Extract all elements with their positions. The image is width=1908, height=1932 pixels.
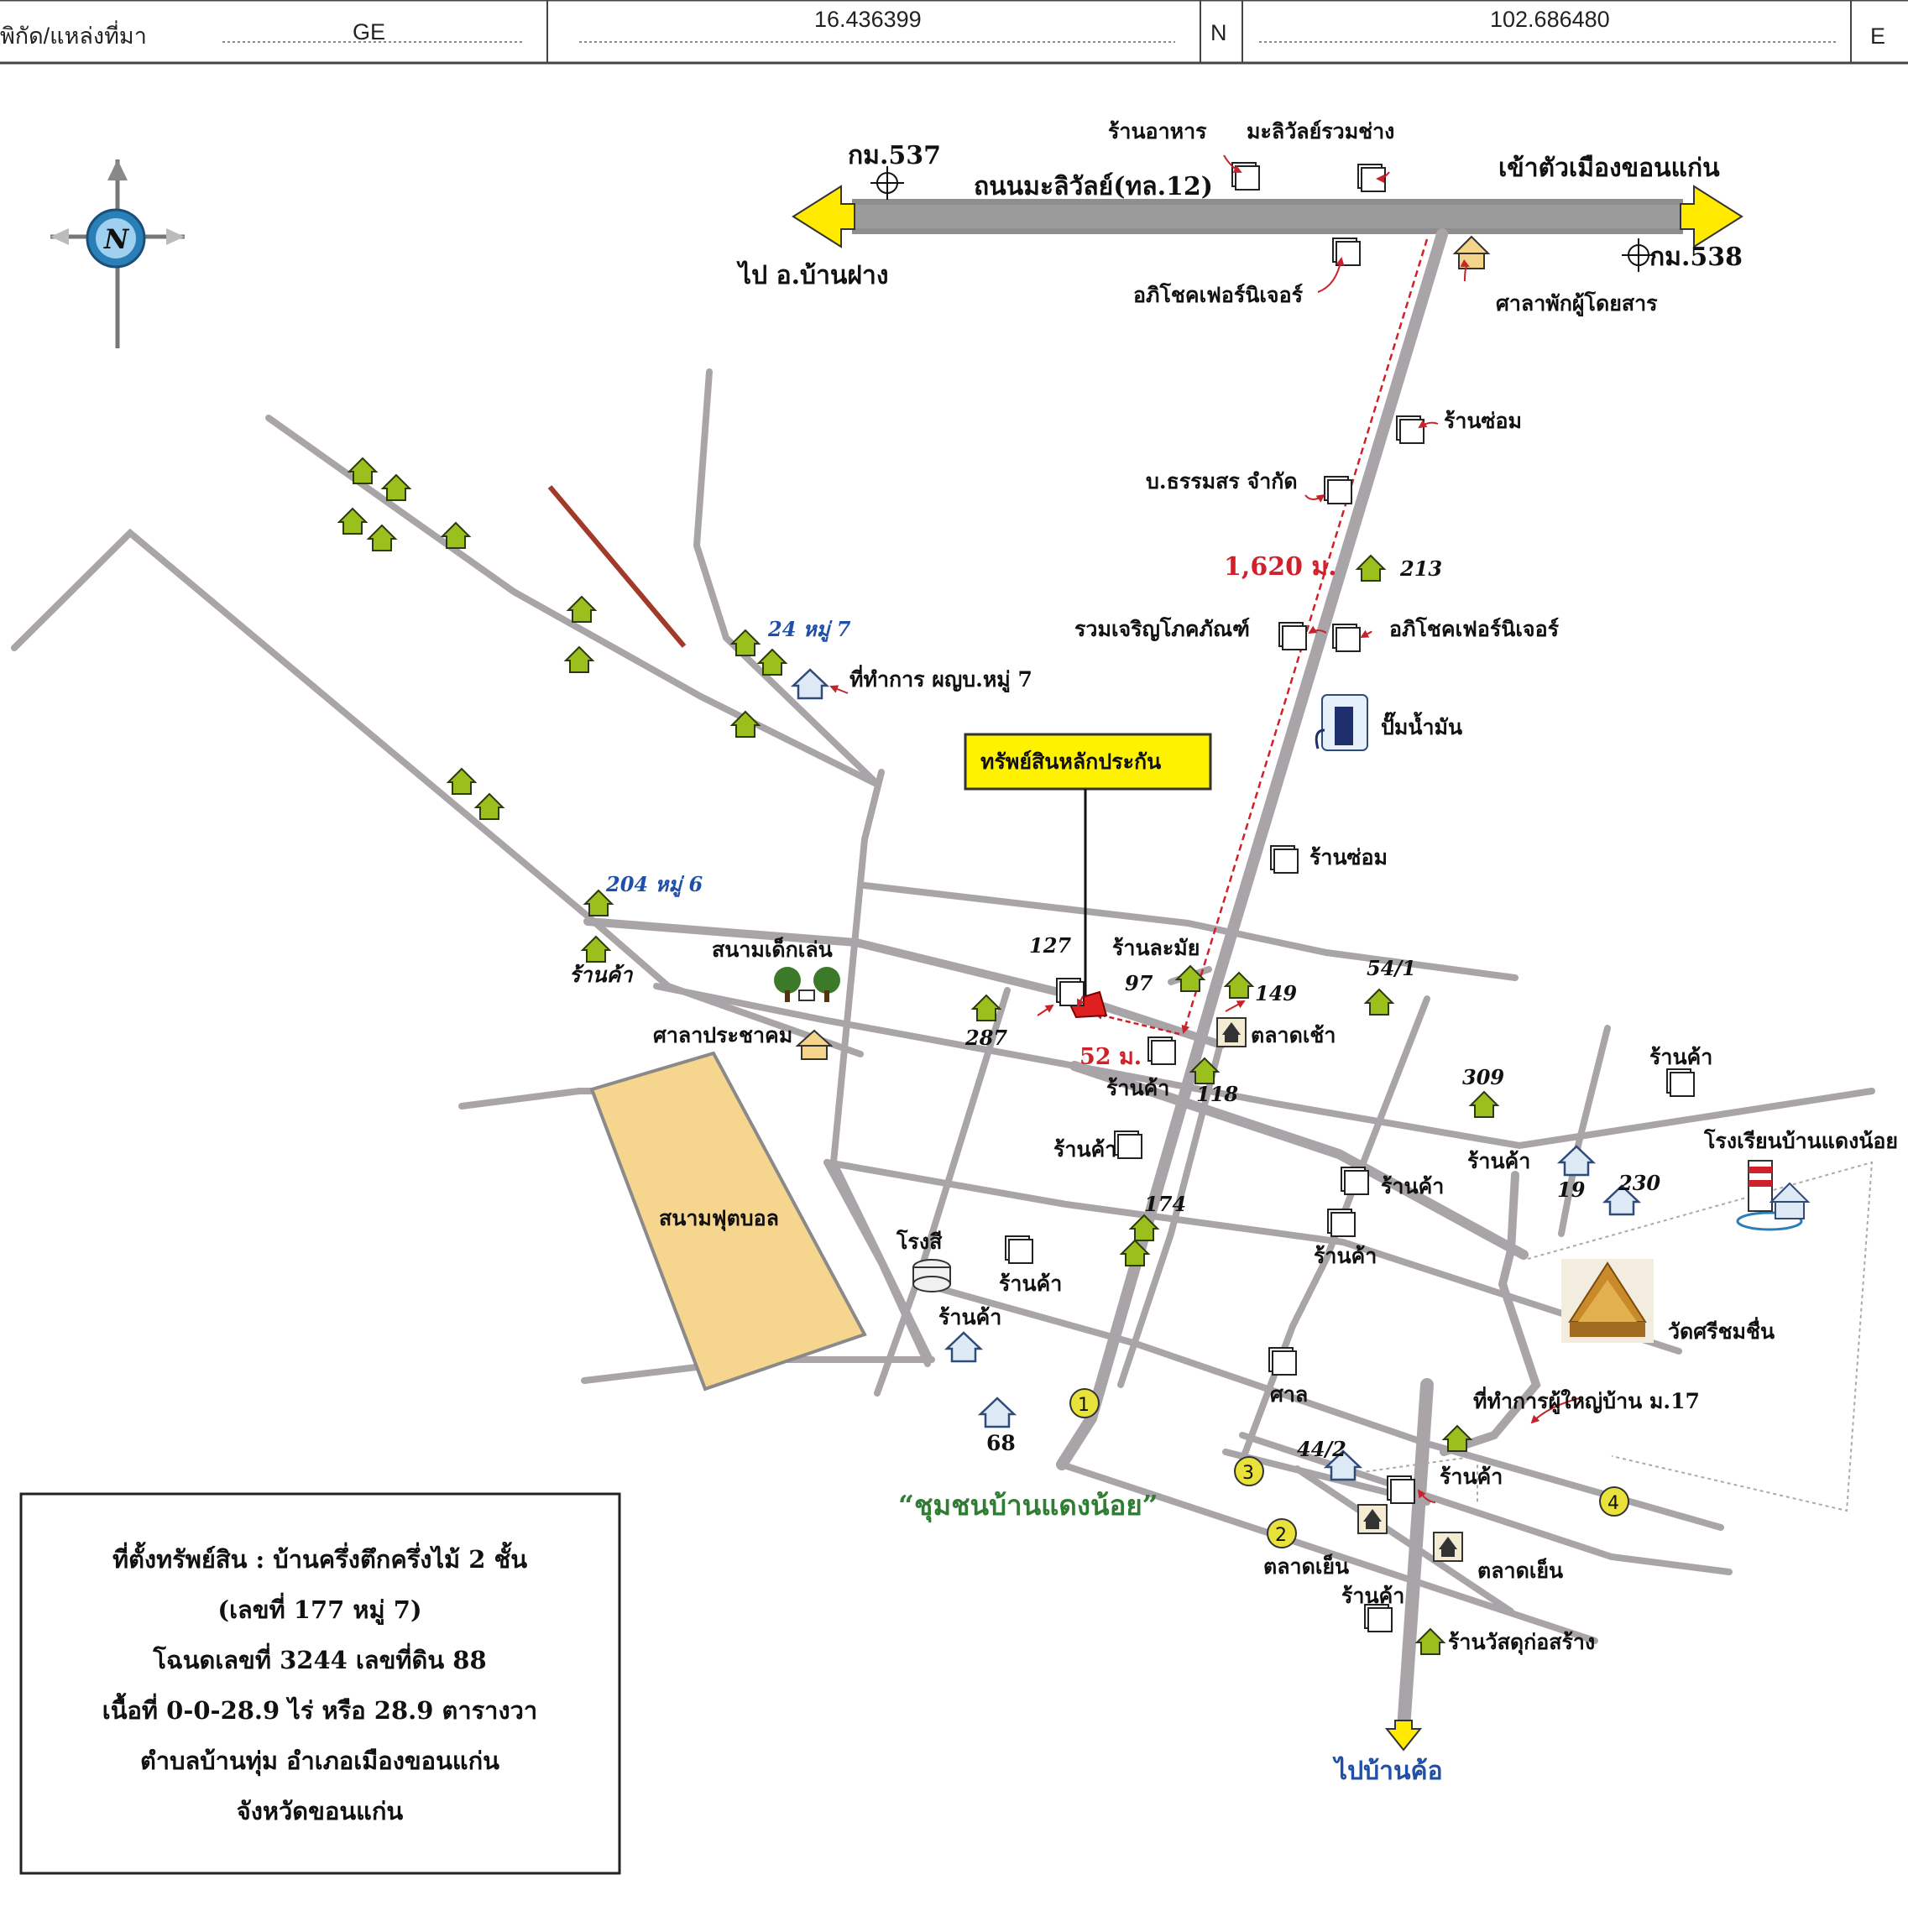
to-khonkaen-label: เข้าตัวเมืองขอนแก่น [1498, 154, 1720, 183]
latitude-value: 16.436399 [814, 7, 922, 32]
evening-market-1-label: ตลาดเย็น [1263, 1553, 1349, 1579]
highway-name: ถนนมะลิวัลย์(ทล.12) [974, 172, 1213, 201]
school-icon [1738, 1161, 1808, 1230]
playground-trees-icon [774, 967, 840, 1002]
morning-market-label: ตลาดเช้า [1251, 1023, 1336, 1047]
evening-market-2-label: ตลาดเย็น [1477, 1558, 1563, 1583]
marker-4: 4 [1600, 1487, 1628, 1516]
community-name-label: “ชุมชนบ้านแดงน้อย” [898, 1489, 1158, 1523]
lamai-shop-label: ร้านละมัย [1112, 936, 1200, 960]
shop-bottom-label: ร้านค้า [1341, 1584, 1404, 1608]
mill-icon [913, 1260, 950, 1292]
km-538-label: กม.538 [1649, 243, 1743, 272]
house-68-label: 68 [986, 1431, 1016, 1455]
community-hall-label: ศาลาประชาคม [653, 1023, 792, 1047]
info-line-1: ที่ตั้งทรัพย์สิน : บ้านครึ่งตึกครึ่งไม้ … [112, 1541, 527, 1574]
ruam-charoen-label: รวมเจริญโภคภัณฑ์ [1074, 616, 1250, 641]
marker-2: 2 [1268, 1519, 1296, 1548]
shop-near-label: ร้านค้า [1106, 1076, 1169, 1100]
mill-label: โรงสี [896, 1229, 943, 1254]
house-230-label: 230 [1618, 1171, 1660, 1195]
distance-short-label: 52 ม. [1079, 1044, 1142, 1070]
house-97-label: 97 [1125, 971, 1153, 995]
village-24-label: 24 หมู่ 7 [767, 617, 851, 642]
bus-stop-label: ศาลาพักผู้โดยสาร [1496, 290, 1658, 317]
info-line-3: โฉนดเลขที่ 3244 เลขที่ดิน 88 [152, 1642, 486, 1674]
morning-market-icon [1217, 1018, 1246, 1047]
shop-19-label: ร้านค้า [1467, 1149, 1530, 1173]
shop-s2-label: ร้านค้า [938, 1305, 1001, 1329]
to-banfang-label: ไป อ.บ้านฝาง [736, 260, 889, 290]
compass-icon: N [50, 159, 185, 348]
svg-text:1: 1 [1078, 1395, 1090, 1416]
shop-mid-left-label: ร้านค้า [1053, 1137, 1116, 1162]
shop-mid-right-label: ร้านค้า [1381, 1174, 1444, 1198]
distance-main-label: 1,620 ม. [1224, 552, 1337, 582]
highway-road [793, 186, 1742, 247]
football-label: สนามฟุตบอล [659, 1206, 779, 1232]
info-line-2: (เลขที่ 177 หมู่ 7) [217, 1592, 421, 1625]
house-44-2-label: 44/2 [1297, 1437, 1346, 1461]
svg-text:3: 3 [1242, 1463, 1254, 1484]
shop-s1-label: ร้านค้า [999, 1271, 1062, 1296]
house-149-label: 149 [1255, 981, 1297, 1005]
house-127-label: 127 [1029, 933, 1071, 958]
to-bankho-label: ไปบ้านค้อ [1332, 1756, 1443, 1786]
info-line-6: จังหวัดขอนแก่น [237, 1797, 404, 1825]
village-office-7-label: ที่ทำการ ผญบ.หมู่ 7 [849, 665, 1032, 693]
km-537-label: กม.537 [848, 141, 941, 170]
headman-office-label: ที่ทำการผู้ใหญ่บ้าน ม.17 [1473, 1386, 1700, 1415]
house-54-1-label: 54/1 [1367, 956, 1416, 980]
longitude-unit: E [1870, 23, 1885, 49]
collateral-label: ทรัพย์สินหลักประกัน [980, 749, 1161, 774]
aphichok-top-label: อภิโชคเฟอร์นิเจอร์ [1133, 282, 1304, 307]
evening-market-icon-2 [1434, 1533, 1462, 1561]
house-287-label: 287 [964, 1026, 1007, 1050]
marker-3: 3 [1235, 1457, 1263, 1486]
temple-icon [1561, 1259, 1654, 1343]
repair-mid-label: ร้านซ่อม [1309, 845, 1388, 869]
info-line-5: ตำบลบ้านทุ่ม อำเภอเมืองขอนแก่น [140, 1747, 499, 1776]
source-label: พิกัด/แหล่งที่มา [0, 20, 147, 49]
crosshair-km537-icon [870, 166, 904, 200]
mali-ruam-chang-label: มะลิวัลย์รวมช่าง [1247, 119, 1394, 144]
construction-label: ร้านวัสดุก่อสร้าง [1448, 1630, 1595, 1656]
shrine-label: ศาล [1270, 1382, 1308, 1407]
aphichok-mid-label: อภิโชคเฟอร์นิเจอร์ [1389, 616, 1560, 641]
shop-west-label: ร้านค้า [569, 963, 633, 987]
house-118-label: 118 [1196, 1082, 1238, 1106]
house-309-label: 309 [1462, 1065, 1504, 1089]
svg-text:4: 4 [1607, 1493, 1619, 1514]
shop-far-east-label: ร้านค้า [1649, 1045, 1712, 1069]
coordinate-header: พิกัด/แหล่งที่มา GE 16.436399 N 102.6864… [0, 0, 1908, 63]
village-204-label: 204 หมู่ 6 [605, 872, 703, 897]
pointer-arrows [831, 155, 1582, 1502]
info-line-4: เนื้อที่ 0-0-28.9 ไร่ หรือ 28.9 ตารางวา [102, 1692, 537, 1725]
shop-s3-label: ร้านค้า [1314, 1244, 1377, 1268]
house-213-label: 213 [1399, 556, 1442, 581]
latitude-unit: N [1210, 20, 1227, 45]
restaurant-label: ร้านอาหาร [1108, 119, 1207, 144]
source-value: GE [353, 19, 385, 44]
longitude-value: 102.686480 [1490, 7, 1610, 32]
bus-shelter-icon [1455, 237, 1488, 269]
repair-top-label: ร้านซ่อม [1444, 409, 1522, 433]
temple-label: วัดศรีชมชื่น [1668, 1317, 1775, 1344]
gas-station-label: ปั๊มน้ำมัน [1381, 711, 1462, 739]
thammasorn-label: บ.ธรรมสร จำกัด [1146, 469, 1298, 493]
shop-market-label: ร้านค้า [1440, 1465, 1503, 1489]
house-174-label: 174 [1144, 1192, 1186, 1216]
svg-text:2: 2 [1275, 1525, 1287, 1546]
marker-1: 1 [1070, 1389, 1099, 1418]
school-label: โรงเรียนบ้านแดงน้อย [1703, 1128, 1898, 1153]
evening-market-icon-1 [1358, 1505, 1387, 1533]
compass-north-letter: N [103, 223, 130, 255]
house-19-label: 19 [1557, 1177, 1586, 1202]
south-arrow-icon [1387, 1721, 1420, 1750]
playground-label: สนามเด็กเล่น [712, 937, 833, 962]
gas-station-icon [1316, 695, 1367, 750]
